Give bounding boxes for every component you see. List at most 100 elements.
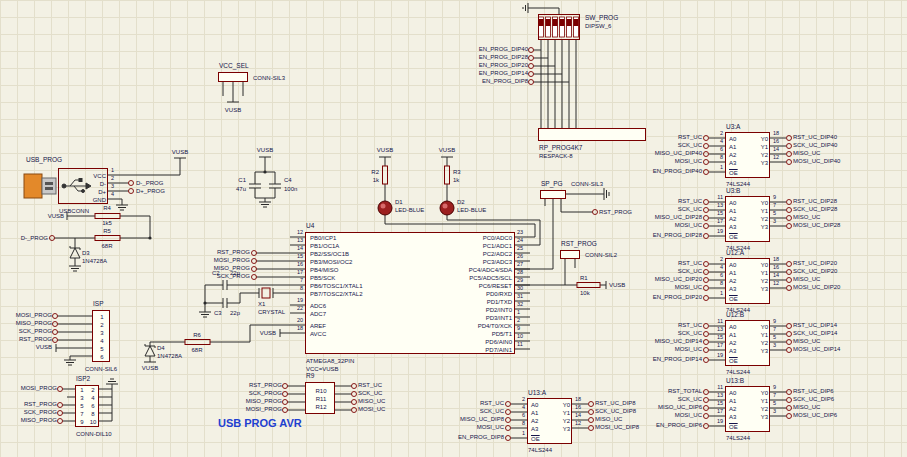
net-label: MOSI_UC_DIP28 <box>793 222 840 228</box>
pin-number: 1 <box>522 431 525 437</box>
wire <box>55 3 610 421</box>
net-label: EN_PROG_DIP40 <box>653 168 702 174</box>
net-terminal <box>252 267 257 272</box>
pin-name: 3 <box>100 330 103 336</box>
net-label: VUSB <box>257 147 273 153</box>
net-label: RST_UC_DIP28 <box>793 198 837 204</box>
net-label: 47u <box>236 186 246 192</box>
net-label: 1N4728A <box>157 353 182 359</box>
pin-name: 4 <box>100 338 103 344</box>
pin-name: Y1 <box>761 270 768 276</box>
pin-number: 14 <box>773 273 779 279</box>
wire-connector <box>515 259 565 285</box>
pin-name: 74LS244 <box>528 447 552 453</box>
net-terminal <box>529 80 534 85</box>
net-label: MOSI_UC_DIP14 <box>793 346 840 352</box>
pin-name: OE <box>729 424 738 430</box>
pin-name: 74LS244 <box>726 181 750 187</box>
pin-name: 5 <box>80 403 83 409</box>
pin-name: Y1 <box>761 144 768 150</box>
net-terminal <box>529 64 534 69</box>
pin-name: 9 <box>80 419 83 425</box>
pin-name: D- <box>100 181 106 187</box>
component-body: RST_PROGCONN-SIL2 <box>560 250 580 259</box>
net-label: MISO_UC_DIP40 <box>655 150 702 156</box>
pin-name: CONN-SIL3 <box>253 75 285 81</box>
net-label: RST_PROG <box>24 401 57 407</box>
dip-switch-toggles <box>539 17 579 37</box>
pin-number: 19 <box>297 298 303 304</box>
net-label: SCK_UC <box>678 330 702 336</box>
pin-number: 23 <box>517 230 523 236</box>
pin-name: PD2/INT0 <box>486 307 512 313</box>
junction-dot <box>203 301 206 304</box>
pin-name: A0 <box>729 136 736 142</box>
net-terminal <box>53 314 58 319</box>
pin-name: PB5/SCK <box>310 275 335 281</box>
pin-number: 13 <box>297 238 303 244</box>
resistor-symbol <box>185 340 210 345</box>
pin-name: PC1/ADC1 <box>483 243 512 249</box>
component-body: USB_PROGVCCD-D+GNDUSBCONN <box>58 168 108 204</box>
part-designator: U4 <box>306 223 314 230</box>
pin-number: 15 <box>717 335 723 341</box>
pin-name: A2 <box>729 152 736 158</box>
pin-name: Y2 <box>563 418 570 424</box>
usb-symbol <box>62 184 66 188</box>
pin-name: R10 <box>315 388 326 394</box>
pin-name: PC6/RESET <box>479 283 512 289</box>
pin-number: 16 <box>773 139 779 145</box>
part-designator: U13:B <box>726 378 744 385</box>
net-label: MISO_UC_DIP20 <box>655 276 702 282</box>
pin-number: 9 <box>773 319 776 325</box>
net-label: MISO_UC <box>793 214 820 220</box>
net-label: VUSB <box>439 147 455 153</box>
net-label: EN_PROG_DIP28 <box>653 232 702 238</box>
pin-number: 19 <box>717 353 723 359</box>
pin-name: A0 <box>531 402 538 408</box>
net-label: MOSI_UC <box>675 158 702 164</box>
pin-number: 8 <box>300 286 303 292</box>
net-terminal <box>352 408 357 413</box>
pin-name: 2 <box>91 387 94 393</box>
part-designator: ISP <box>93 301 103 308</box>
pin-name: A1 <box>729 144 736 150</box>
net-terminal <box>529 48 534 53</box>
pin-number: 2 <box>720 131 723 137</box>
pin-name: Y0 <box>761 136 768 142</box>
pin-name: 1 <box>100 314 103 320</box>
pin-number: 6 <box>720 273 723 279</box>
net-terminal <box>252 259 257 264</box>
gate-pin-set <box>506 136 792 441</box>
component-body: R9R10R11R12 <box>305 382 335 414</box>
pin-number: 10 <box>517 334 523 340</box>
pin-number: 27 <box>517 262 523 268</box>
pin-number: 2 <box>517 318 520 324</box>
net-terminal <box>283 392 288 397</box>
pin-name: Y3 <box>761 286 768 292</box>
pin-name: Y2 <box>761 406 768 412</box>
pin-name: Y1 <box>761 398 768 404</box>
part-designator: ISP2 <box>76 376 90 383</box>
pin-name: A2 <box>729 406 736 412</box>
dip-switch-toggles <box>553 19 558 26</box>
diode-symbol <box>145 346 155 356</box>
net-terminal <box>129 189 134 194</box>
pin-number: 8 <box>720 281 723 287</box>
net-label: SCK_UC <box>678 142 702 148</box>
resistor-symbol <box>262 288 270 298</box>
part-reference: X1 <box>258 301 265 307</box>
pin-name: CONN-SIL2 <box>585 252 617 258</box>
net-label: RST_UC_DIP40 <box>793 134 837 140</box>
pin-name: A0 <box>729 200 736 206</box>
part-designator: U3:A <box>726 124 740 131</box>
component-body: ISP123456CONN-SIL6 <box>92 310 110 362</box>
pin-name: PB7/TOSC2/XTAL2 <box>310 291 362 297</box>
net-label: SCK_UC <box>678 206 702 212</box>
pin-number: 17 <box>297 270 303 276</box>
net-label: RST_PROG <box>217 249 250 255</box>
pin-number: 19 <box>717 229 723 235</box>
part-designator: U12:B <box>726 312 744 319</box>
net-label: 68R <box>191 347 202 353</box>
pin-number: 8 <box>522 421 525 427</box>
